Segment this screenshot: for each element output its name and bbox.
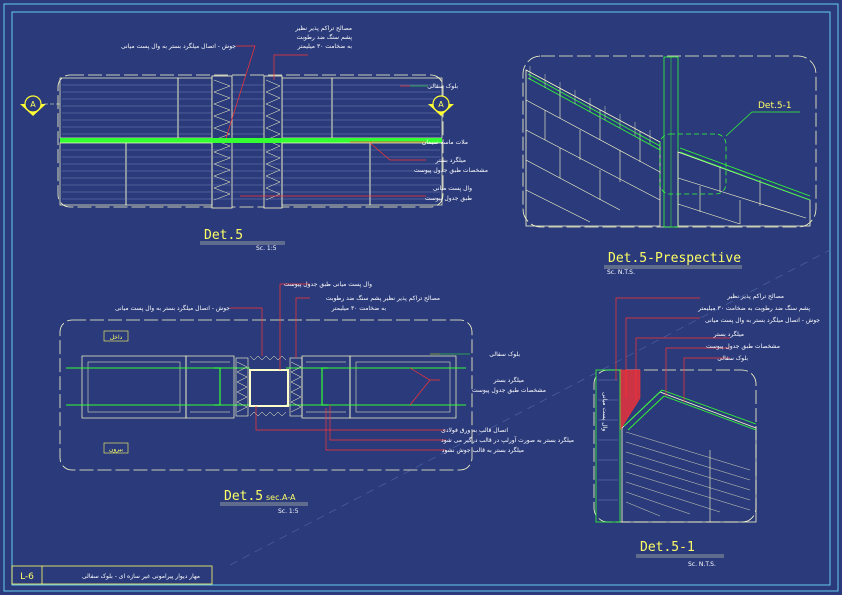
section-label-form-connection: اتصال قالب به ورق فولادی: [441, 427, 508, 434]
section-marker-right-label: A: [438, 100, 444, 109]
section-scale: Sc. 1:5: [278, 508, 299, 515]
plan-label-insulation-1: مصالح تراکم پذیر نظیر: [294, 25, 352, 32]
section-title: Det.5: [224, 489, 263, 504]
detail1-post-hatch: [598, 379, 618, 501]
perspective-left-wall: [525, 69, 661, 227]
sheet-title: مهار دیوار پیرامونی غیر سازه ای - بلوک س…: [82, 572, 200, 580]
plan-label-insulation-2: پشم سنگ ضد رطوبت: [296, 33, 352, 41]
detail1-label-bed-rebar: میلگرد بستر: [713, 330, 744, 338]
section-bed-rebar: [66, 367, 466, 406]
section-label-bed-rebar: میلگرد بستر: [493, 376, 524, 384]
perspective-callout-label: Det.5-1: [758, 101, 792, 111]
inner-frame: [11, 11, 831, 586]
detail1-label-weld: جوش - اتصال میلگرد بستر به وال پست میانی: [705, 316, 820, 324]
detail1-leaders: [615, 297, 730, 402]
perspective-callout-box: [659, 133, 727, 195]
plan-leaders: [225, 45, 426, 197]
plan-title: Det.5: [204, 228, 243, 243]
plan-label-insulation-3: به ضخامت ۳۰ میلیمتر: [297, 43, 353, 50]
section-label-weld: جوش - اتصال میلگرد بستر به وال پست میانی: [115, 304, 230, 312]
section-block-inner: [87, 361, 451, 413]
title-block: L-6 مهار دیوار پیرامونی غیر سازه ای - بل…: [11, 565, 213, 585]
section-label-thickness: به ضخامت ۳۰ میلیمتر: [331, 305, 387, 312]
plan-label-spec: مشخصات طبق جدول پیوست: [414, 167, 488, 174]
plan-outline: [57, 74, 444, 208]
section-marker-left: A: [20, 95, 60, 116]
section-marker-right: A: [428, 95, 454, 116]
perspective-detail: Det.5-1 Det.5-Prespective Sc. N.T.S.: [522, 55, 817, 276]
outer-frame: [3, 3, 839, 592]
section-leaders: [230, 283, 446, 451]
plan-label-mortar: ملات ماسه سیمان: [422, 139, 468, 146]
plan-label-clay-block: بلوک سفالی: [427, 82, 458, 90]
section-blocks: [81, 355, 457, 419]
section-outside-label: بیرون: [109, 446, 123, 453]
section-rebar-hooks: [214, 367, 328, 406]
detail1-label-insulation-2: پشم سنگ ضد رطوبت به ضخامت ۳۰ میلیمتر: [697, 304, 810, 312]
plan-label-weld: جوش - اتصال میلگرد بستر به وال پست میانی: [121, 42, 236, 50]
section-steel-post: [249, 369, 289, 407]
detail1-label-clay-block: بلوک سفالی: [717, 354, 748, 362]
section-label-wall-post: وال پست میانی طبق جدول پیوست: [284, 281, 372, 288]
detail1-outline: [593, 369, 757, 523]
section-label-no-weld: میلگرد بستر به قالب جوش نشود: [442, 446, 524, 454]
plan-label-wall-post-spec: طبق جدول پیوست: [425, 195, 472, 202]
section-label-insulation: مصالح تراکم پذیر نظیر پشم سنگ ضد رطوبت: [326, 294, 440, 302]
plan-label-wall-post: وال پست میانی: [433, 185, 472, 192]
section-detail: داخل بیرون وال پست میانی طبق جدول پیوست …: [59, 281, 574, 515]
plan-detail: A A مصالح تراکم پذیر نظیر پشم سنگ ضد رطو…: [20, 25, 488, 252]
plan-scale: Sc. 1:5: [256, 245, 277, 252]
detail1-title: Det.5-1: [640, 540, 695, 555]
detail1-scale: Sc. N.T.S.: [688, 561, 716, 568]
plan-lower-hatch: [62, 149, 440, 200]
perspective-left-rebar: [527, 73, 661, 151]
section-label-overlap: میلگرد بستر به صورت آورلپ در قالب درگیر …: [441, 435, 574, 444]
perspective-left-courses: [525, 88, 661, 223]
perspective-right-courses: [677, 166, 807, 225]
detail1-label-insulation-1: مصالح تراکم پذیر نظیر: [726, 293, 784, 300]
detail1-rebar: [623, 389, 757, 431]
section-inside-label: داخل: [110, 334, 123, 341]
detail1-label-spec: مشخصات طبق جدول پیوست: [706, 343, 780, 350]
plan-upper-hatch: [62, 84, 440, 135]
perspective-scale: Sc. N.T.S.: [607, 269, 635, 276]
plan-upper-blocks: [59, 77, 443, 139]
section-label-spec: مشخصات طبق جدول پیوست: [472, 387, 546, 394]
section-outline: [59, 319, 473, 471]
plan-lower-blocks: [59, 142, 443, 206]
detail1-block-hatch: [625, 431, 751, 517]
perspective-outline: [522, 55, 817, 228]
plan-label-bed-rebar: میلگرد بستر: [435, 156, 466, 164]
sheet-guide-line: [229, 249, 831, 566]
section-label-clay-block: بلوک سفالی: [489, 350, 520, 358]
section-insulation-left: [235, 357, 249, 417]
perspective-title: Det.5-Prespective: [608, 251, 741, 266]
detail1-side-label: وال پست میانی: [601, 392, 608, 431]
section-marker-left-label: A: [30, 100, 36, 109]
sheet-number: L-6: [20, 572, 34, 582]
plan-mortar-band: [60, 138, 442, 143]
section-subtitle: sec.A-A: [266, 493, 296, 502]
perspective-right-rebar: [679, 147, 811, 201]
detail1-wall-post: [595, 369, 621, 523]
detail1: وال پست میانی مصالح تراکم پذیر نظیر پشم …: [593, 293, 820, 568]
perspective-left-top-hatch: [529, 66, 651, 144]
